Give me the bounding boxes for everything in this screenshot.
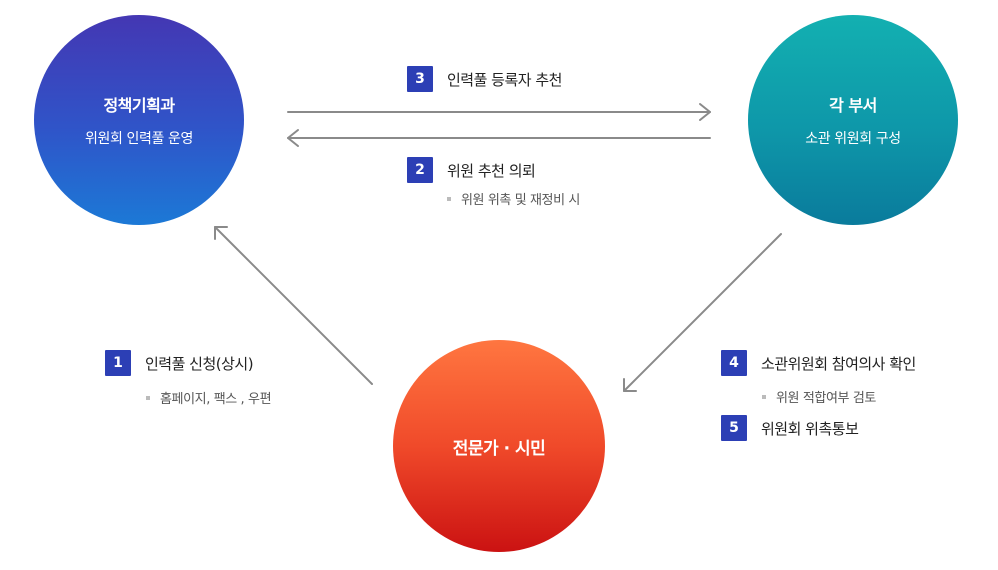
departments-subtitle: 소관 위원회 구성 (805, 131, 901, 147)
arrow-policy-to-dept (287, 103, 711, 121)
departments-node: 각 부서 소관 위원회 구성 (748, 15, 958, 225)
step-2-note-text: 위원 위촉 및 재정비 시 (461, 193, 580, 208)
bullet-icon (447, 196, 451, 201)
step-1-badge: 1 (105, 350, 131, 376)
step-2-badge: 2 (407, 157, 433, 183)
bullet-icon (762, 394, 766, 399)
step-1: 1 인력풀 신청(상시) (105, 350, 254, 376)
arrow-dept-to-policy (287, 129, 711, 147)
step-4-label: 소관위원회 참여의사 확인 (761, 354, 916, 373)
departments-title: 각 부서 (829, 96, 877, 115)
policy-division-subtitle: 위원회 인력풀 운영 (85, 131, 193, 147)
step-5: 5 위원회 위촉통보 (721, 415, 859, 441)
step-5-badge: 5 (721, 415, 747, 441)
step-3: 3 인력풀 등록자 추천 (407, 66, 562, 92)
step-2-label: 위원 추천 의뢰 (447, 161, 536, 180)
policy-division-node: 정책기획과 위원회 인력풀 운영 (34, 15, 244, 225)
step-4-note: 위원 적합여부 검토 (762, 387, 876, 406)
experts-citizens-node: 전문가 · 시민 (393, 340, 605, 552)
bullet-icon (146, 395, 150, 400)
step-2: 2 위원 추천 의뢰 (407, 157, 536, 183)
step-1-note: 홈페이지, 팩스 , 우편 (146, 388, 272, 407)
step-4-badge: 4 (721, 350, 747, 376)
arrow-expert-to-policy (214, 226, 373, 385)
step-2-note: 위원 위촉 및 재정비 시 (447, 189, 580, 208)
step-3-label: 인력풀 등록자 추천 (447, 70, 562, 89)
policy-division-title: 정책기획과 (103, 96, 175, 115)
step-1-label: 인력풀 신청(상시) (145, 354, 254, 373)
step-1-note-text: 홈페이지, 팩스 , 우편 (160, 392, 272, 407)
step-4: 4 소관위원회 참여의사 확인 (721, 350, 916, 376)
step-3-badge: 3 (407, 66, 433, 92)
experts-citizens-title: 전문가 · 시민 (452, 438, 546, 459)
step-4-note-text: 위원 적합여부 검토 (776, 391, 876, 406)
arrow-dept-to-expert (623, 233, 782, 392)
step-5-label: 위원회 위촉통보 (761, 419, 859, 438)
